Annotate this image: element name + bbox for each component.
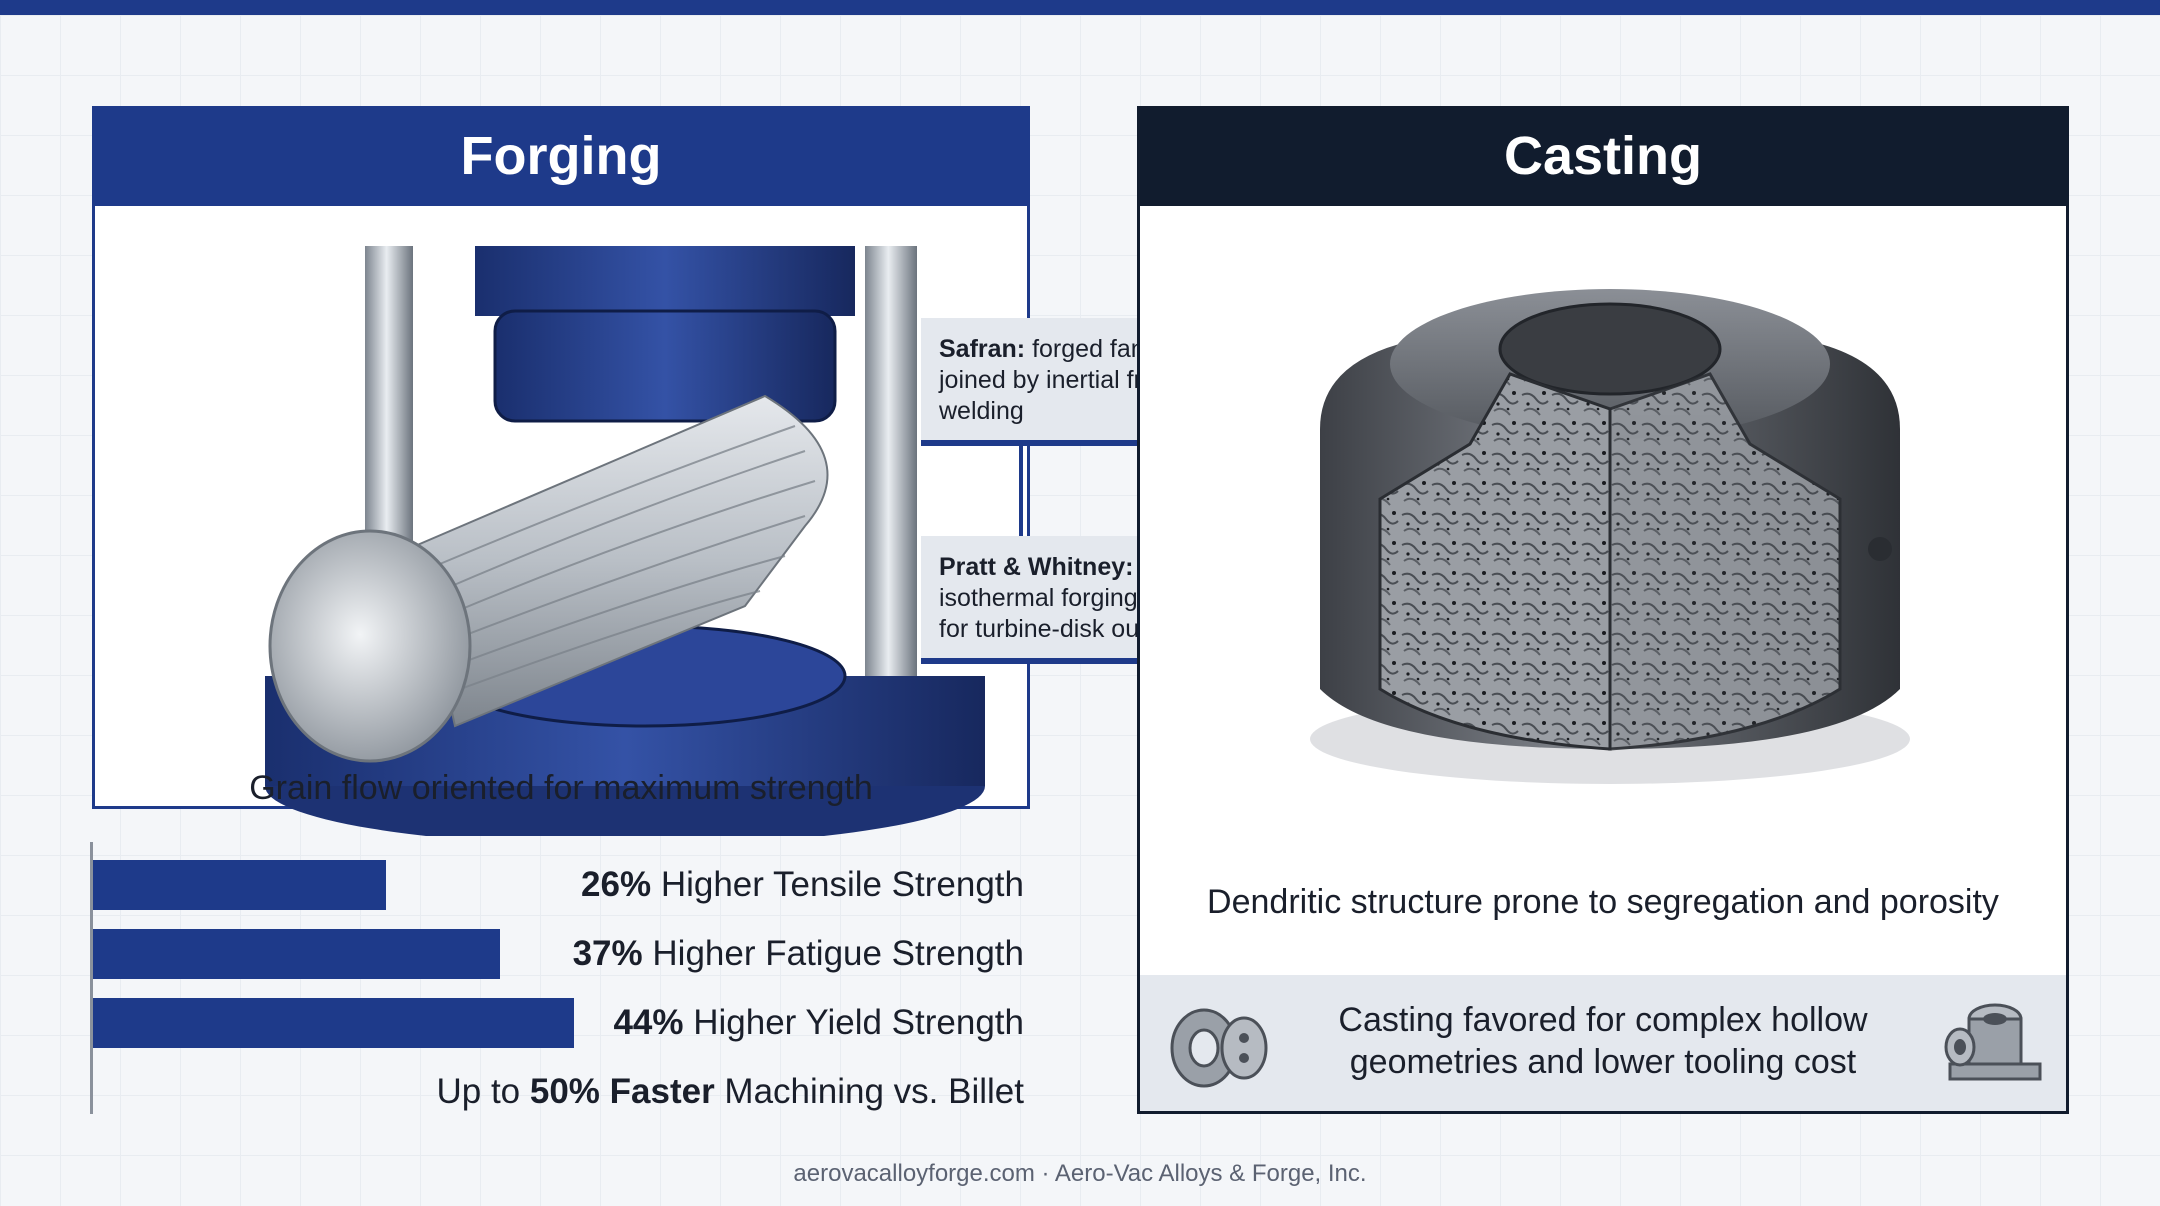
connector-line [1019, 320, 1023, 660]
casting-header: Casting [1137, 106, 2069, 206]
casting-title: Casting [1503, 126, 1703, 186]
casting-cutaway-illustration [1310, 289, 1910, 784]
stat-yield-label: Higher Yield Strength [693, 1003, 1024, 1042]
machining-bold: 50% Faster [529, 1072, 715, 1111]
stats-axis-line [90, 842, 93, 1114]
stat-yield: 44% Higher Yield Strength [613, 1003, 1024, 1043]
casting-panel: Casting [1137, 106, 2069, 1114]
stat-yield-value: 44% [613, 1003, 684, 1042]
upper-die [475, 246, 855, 316]
forging-caption: Grain flow oriented for maximum strength [249, 769, 873, 807]
valve-body-icon [1944, 1003, 2042, 1081]
hollow-part-icon [1170, 1008, 1268, 1088]
stat-fatigue: 37% Higher Fatigue Strength [573, 934, 1024, 974]
upper-die-ring [493, 309, 837, 423]
casting-note-box: Casting favored for complex hollow geome… [1140, 975, 2066, 1111]
stat-tensile-label: Higher Tensile Strength [660, 865, 1024, 904]
footer-credit: aerovacalloyforge.com · Aero-Vac Alloys … [793, 1160, 1367, 1187]
bar-yield [93, 998, 574, 1048]
machining-suffix: Machining vs. Billet [714, 1072, 1024, 1111]
stat-fatigue-value: 37% [572, 934, 643, 973]
stat-fatigue-label: Higher Fatigue Strength [652, 934, 1024, 973]
forging-header: Forging [95, 106, 1027, 206]
callout-pw-company: Pratt & Whitney: [939, 553, 1134, 581]
top-accent-bar [0, 0, 2160, 15]
casting-caption: Dendritic structure prone to segregation… [1207, 883, 1999, 921]
grain-flow-lines [434, 425, 816, 692]
forging-title: Forging [460, 126, 662, 186]
casting-note: Casting favored for complex hollow geome… [1338, 1001, 1868, 1081]
forging-panel: Forging [92, 106, 1030, 836]
cutaway-section-right [1608, 372, 1842, 751]
stat-tensile-value: 26% [581, 865, 652, 904]
stat-machining: Up to 50% Faster Machining vs. Billet [436, 1072, 1024, 1112]
bar-tensile [93, 860, 386, 910]
casting-side-hole [1868, 537, 1892, 561]
casting-bore [1498, 302, 1722, 396]
callout-safran-company: Safran: [939, 335, 1026, 363]
stat-tensile: 26% Higher Tensile Strength [581, 865, 1024, 905]
bar-fatigue [93, 929, 500, 979]
forging-press-illustration [265, 246, 985, 836]
billet-end-face [268, 529, 472, 763]
machining-prefix: Up to [436, 1072, 530, 1111]
